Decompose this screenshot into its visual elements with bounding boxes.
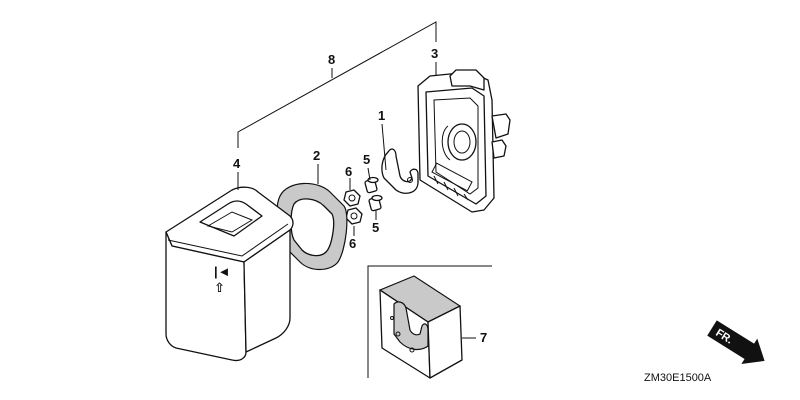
base-gasket[interactable] [381, 148, 419, 194]
callout-3: 3 [431, 46, 438, 61]
air-filter-element[interactable] [276, 182, 348, 271]
air-cleaner-cover[interactable]: |◄ ⇧ [165, 186, 294, 362]
collar-lower[interactable] [368, 194, 383, 212]
callout-6-lower: 6 [349, 236, 356, 251]
cover-mark-arrow: ⇧ [214, 280, 225, 295]
callout-2: 2 [313, 148, 320, 163]
assembly-bracket-8 [237, 21, 437, 148]
callout-1: 1 [378, 108, 385, 123]
callout-6-upper: 6 [345, 164, 352, 179]
air-cleaner-case[interactable] [417, 69, 511, 213]
callout-5-lower: 5 [372, 220, 379, 235]
callout-4: 4 [233, 156, 241, 171]
front-direction-arrow: FR. [707, 320, 765, 365]
callout-8: 8 [328, 52, 335, 67]
collar-upper[interactable] [364, 176, 379, 194]
inset-frame [367, 265, 492, 378]
inset-filter-element[interactable] [378, 275, 463, 379]
leader-lines [237, 62, 476, 339]
nut-upper[interactable] [343, 189, 361, 207]
drawing-code: ZM30E1500A [644, 372, 712, 384]
nut-lower[interactable] [345, 207, 363, 225]
callout-5-upper: 5 [363, 152, 370, 167]
cover-mark-top: |◄ [214, 264, 231, 279]
callout-7: 7 [480, 330, 487, 345]
